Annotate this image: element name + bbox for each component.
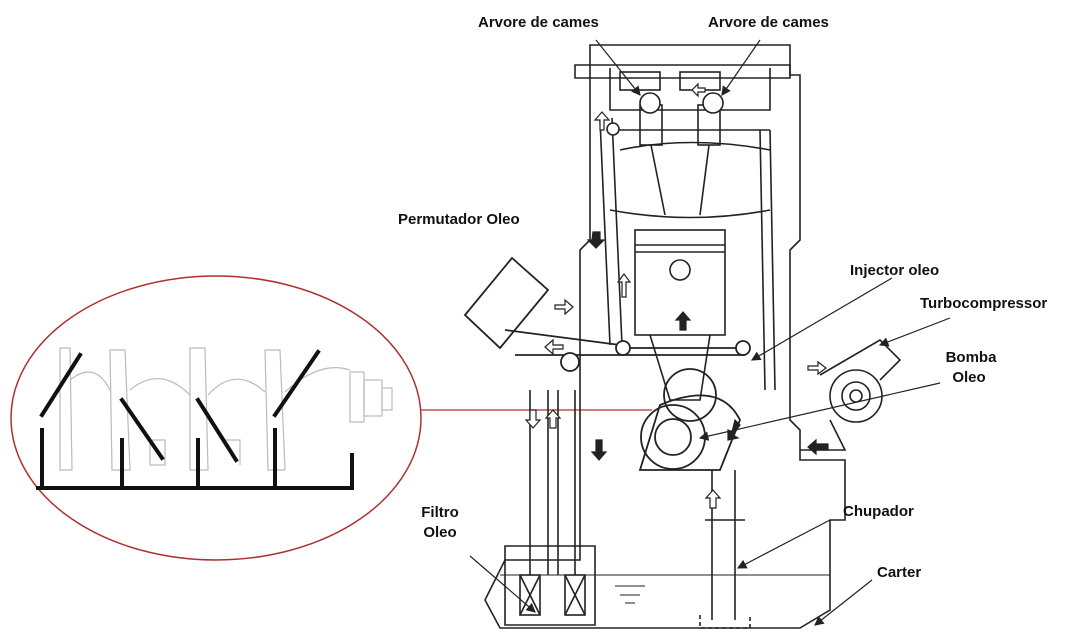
label-oil-cooler: Permutador Oleo <box>398 211 520 228</box>
camshaft-right-circle <box>702 92 724 114</box>
label-camshaft-left: Arvore de cames <box>478 14 599 31</box>
zoom-ellipse <box>10 275 422 561</box>
label-pump-line1: Bomba <box>945 349 997 366</box>
crankshaft-zoom-detail <box>10 275 652 561</box>
connecting-rod <box>649 334 711 401</box>
piston <box>634 229 726 336</box>
label-sump: Carter <box>877 564 922 581</box>
leader-sump <box>814 579 873 626</box>
camshafts <box>606 71 724 136</box>
label-camshaft-right: Arvore de cames <box>708 14 829 31</box>
label-oil-injector: Injector oleo <box>850 262 940 279</box>
label-pump-line2: Oleo <box>952 369 986 386</box>
filter-housing <box>504 545 596 626</box>
engine-block <box>484 44 846 629</box>
label-turbocharger: Turbocompressor <box>920 295 1048 312</box>
oil-pickup <box>699 470 751 629</box>
piston-pin <box>669 259 691 281</box>
engine-outline <box>484 44 846 629</box>
leader-filter <box>469 555 536 613</box>
leader-turbo <box>878 317 951 347</box>
cylinder-head-cover <box>574 64 791 79</box>
leader-lines <box>469 39 951 626</box>
crankshaft-ghost <box>59 347 393 471</box>
camshaft-left-circle <box>639 92 661 114</box>
leader-pump <box>698 382 941 441</box>
label-filter-line1: Filtro <box>421 504 459 521</box>
oil-pump <box>638 368 741 471</box>
leader-camshaft-left <box>595 39 641 96</box>
oil-gallery-bars <box>36 349 354 490</box>
leader-camshaft-right <box>721 39 761 96</box>
oil-cooler-box <box>463 256 550 350</box>
label-pickup: Chupador <box>843 503 914 520</box>
oil-flow-arrows <box>524 82 829 509</box>
label-filter-line2: Oleo <box>423 524 457 541</box>
oil-cooler-assembly <box>463 256 751 372</box>
leader-injector <box>750 277 893 361</box>
leader-pickup <box>736 519 831 569</box>
turbocharger <box>800 338 902 451</box>
